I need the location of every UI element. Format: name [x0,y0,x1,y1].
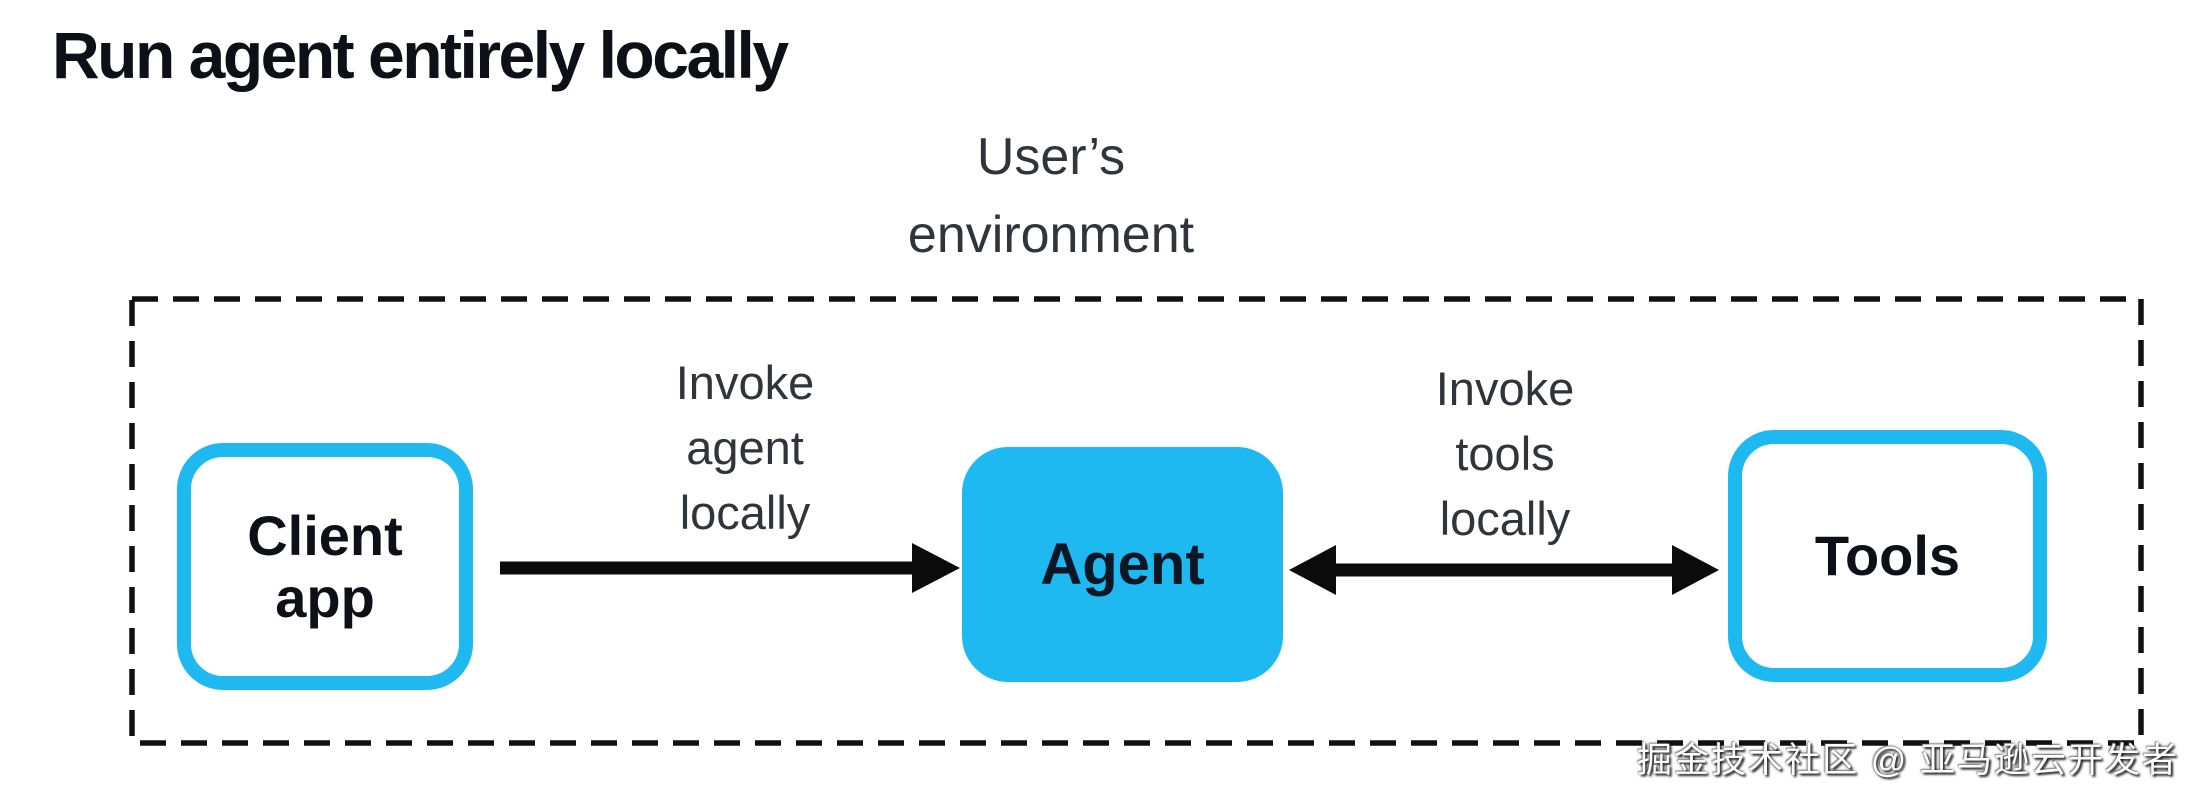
arrowhead-left-icon [1289,545,1336,595]
invoke-agent-arrow [500,543,960,593]
agent-node: Agent [962,447,1283,682]
invoke-tools-edge-label: Invoke tools locally [1435,362,1575,545]
environment-label-line1: User’s [976,128,1126,186]
tools-node: Tools [1728,430,2047,682]
tools-node-label: Tools [1814,524,1961,587]
arrowhead-right-icon [1672,545,1719,595]
environment-label-line2: environment [907,206,1195,264]
arrowhead-right-icon [912,543,960,593]
client-app-node: Client app [177,443,473,690]
invoke-tools-arrow [1289,545,1719,595]
invoke-agent-edge-label: Invoke agent locally [675,356,815,539]
client-app-node-label: Client app [247,503,403,629]
environment-label: User’s environment [851,118,1251,274]
watermark-text: 掘金技术社区 @ 亚马逊云开发者 [1637,741,2179,780]
page-title: Run agent entirely locally [52,18,789,92]
agent-node-label: Agent [1040,531,1205,597]
